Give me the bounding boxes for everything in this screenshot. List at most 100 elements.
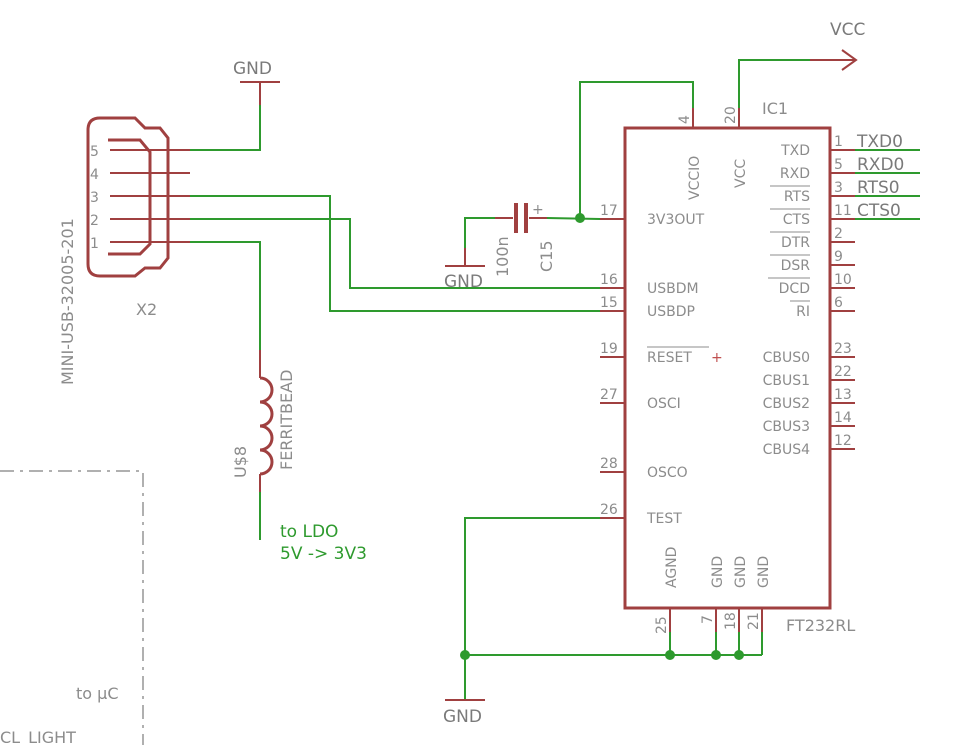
pin-num-3: 3	[834, 180, 843, 196]
pin-num-6: 6	[834, 295, 843, 311]
pin-label-txd: TXD	[780, 143, 810, 159]
pin-label-cbus3: CBUS3	[763, 419, 810, 435]
pin-label-dcd: DCD	[779, 281, 810, 297]
ic-name: IC1	[762, 99, 788, 118]
pin-label-agnd: AGND	[664, 547, 680, 588]
ldo-note-line1: to LDO	[280, 522, 338, 542]
wire-vbus	[190, 241, 261, 350]
pin-num-28: 28	[600, 456, 618, 472]
wire-vccio	[579, 81, 694, 218]
pin-label-gnd-18: GND	[733, 556, 749, 588]
wire-usbdm	[190, 218, 600, 289]
capacitor-c15: + 100n C15	[493, 202, 556, 277]
pin-num-20: 20	[723, 106, 739, 124]
ferrite-value: FERRITBEAD	[277, 370, 296, 470]
pin-label-ri: RI	[796, 304, 810, 320]
pin-label-usbdm: USBDM	[647, 281, 699, 297]
connector-pin-1: 1	[90, 236, 99, 252]
wire-3v3out	[546, 217, 601, 220]
usb-connector-x2: 5 4 3 2 1 X2 MINI-USB-32005-201	[58, 116, 190, 385]
inverted-signal-bars	[647, 185, 810, 348]
wire-usbdp	[190, 195, 600, 312]
pin-label-usbdp: USBDP	[647, 304, 695, 320]
wire-gnd-pins	[669, 632, 763, 655]
pin-num-17: 17	[600, 203, 618, 219]
pin-num-14: 14	[834, 410, 852, 426]
pin-num-23: 23	[834, 341, 852, 357]
pin-label-osci: OSCI	[647, 396, 681, 412]
gnd-symbol-top: GND	[233, 59, 280, 105]
pin-label-3v3out: 3V3OUT	[647, 212, 705, 228]
pin-label-cbus4: CBUS4	[763, 442, 811, 458]
pin-num-15: 15	[600, 295, 618, 311]
capacitor-polarity: +	[532, 202, 544, 218]
pin-num-18: 18	[723, 612, 739, 630]
sheet-frame: to µC CL_LIGHT	[0, 470, 144, 745]
connector-pin-4: 4	[90, 167, 99, 183]
pin-label-test: TEST	[646, 511, 682, 527]
ic-bottom-pins	[669, 608, 763, 632]
pin-num-13: 13	[834, 387, 852, 403]
pin-num-25: 25	[654, 616, 670, 634]
pin-label-dtr: DTR	[781, 235, 810, 251]
gnd-symbol-cap: GND	[444, 248, 485, 292]
connector-pins	[110, 149, 190, 243]
wires	[190, 59, 920, 700]
ic1-ft232rl: IC1 FT232RL 4 20 VCCIO VCC 17 16 15 19 2…	[600, 99, 855, 635]
connector-pin-5: 5	[90, 144, 99, 160]
pin-num-16: 16	[600, 272, 618, 288]
pin-label-rts: RTS	[784, 189, 810, 205]
gnd-symbol-bottom: GND	[443, 699, 485, 727]
wire-gnd-connector	[190, 105, 261, 151]
pin-num-12: 12	[834, 433, 852, 449]
capacitor-value: 100n	[493, 236, 512, 277]
pin-num-5: 5	[834, 157, 843, 173]
pin-num-11: 11	[834, 203, 852, 219]
pin-num-9: 9	[834, 249, 843, 265]
pin-label-osco: OSCO	[647, 465, 688, 481]
pin-num-27: 27	[600, 387, 618, 403]
partial-net-label: CL_LIGHT	[0, 728, 76, 745]
pin-num-10: 10	[834, 272, 852, 288]
ic-left-pins	[600, 218, 625, 519]
pin-label-gnd-21: GND	[756, 556, 772, 588]
pin-label-dsr: DSR	[781, 258, 811, 274]
gnd-bottom-label: GND	[443, 707, 482, 727]
pin-label-gnd-7: GND	[710, 556, 726, 588]
pin-label-rxd: RXD	[780, 166, 810, 182]
pin-label-cbus2: CBUS2	[763, 396, 810, 412]
pin-label-cts: CTS	[783, 212, 810, 228]
pin-num-7: 7	[700, 615, 716, 624]
pin-num-2: 2	[834, 226, 843, 242]
uc-note: to µC	[76, 684, 119, 703]
vcc-label: VCC	[830, 20, 865, 40]
ferrite-bead-u8: U$8 FERRITBEAD	[231, 350, 296, 492]
net-txd0: TXD0	[856, 132, 903, 152]
pin-label-vcc: VCC	[733, 159, 749, 188]
connector-value: MINI-USB-32005-201	[58, 218, 77, 385]
ferrite-name: U$8	[231, 446, 250, 478]
pin-num-1: 1	[834, 134, 843, 150]
capacitor-name: C15	[537, 240, 556, 272]
pin-num-22: 22	[834, 364, 852, 380]
wire-cap-gnd	[464, 217, 495, 248]
wire-vcc	[738, 59, 810, 108]
ldo-note-line2: 5V -> 3V3	[280, 544, 367, 564]
pin-label-reset: RESET	[647, 350, 692, 366]
pin-num-26: 26	[600, 502, 618, 518]
junctions	[460, 213, 744, 660]
net-rts0: RTS0	[857, 178, 900, 198]
ic-value: FT232RL	[786, 616, 855, 635]
pin-num-19: 19	[600, 341, 618, 357]
wire-test-gnd	[464, 517, 600, 700]
pin-label-cbus1: CBUS1	[763, 373, 810, 389]
pin-label-cbus0: CBUS0	[763, 350, 810, 366]
connector-name: X2	[136, 300, 157, 319]
pin-label-vccio: VCCIO	[687, 156, 703, 200]
vcc-symbol: VCC	[810, 20, 865, 71]
net-cts0: CTS0	[857, 201, 901, 221]
reset-marker: +	[711, 350, 723, 366]
connector-pin-2: 2	[90, 213, 99, 229]
ic-right-pins	[830, 149, 855, 450]
